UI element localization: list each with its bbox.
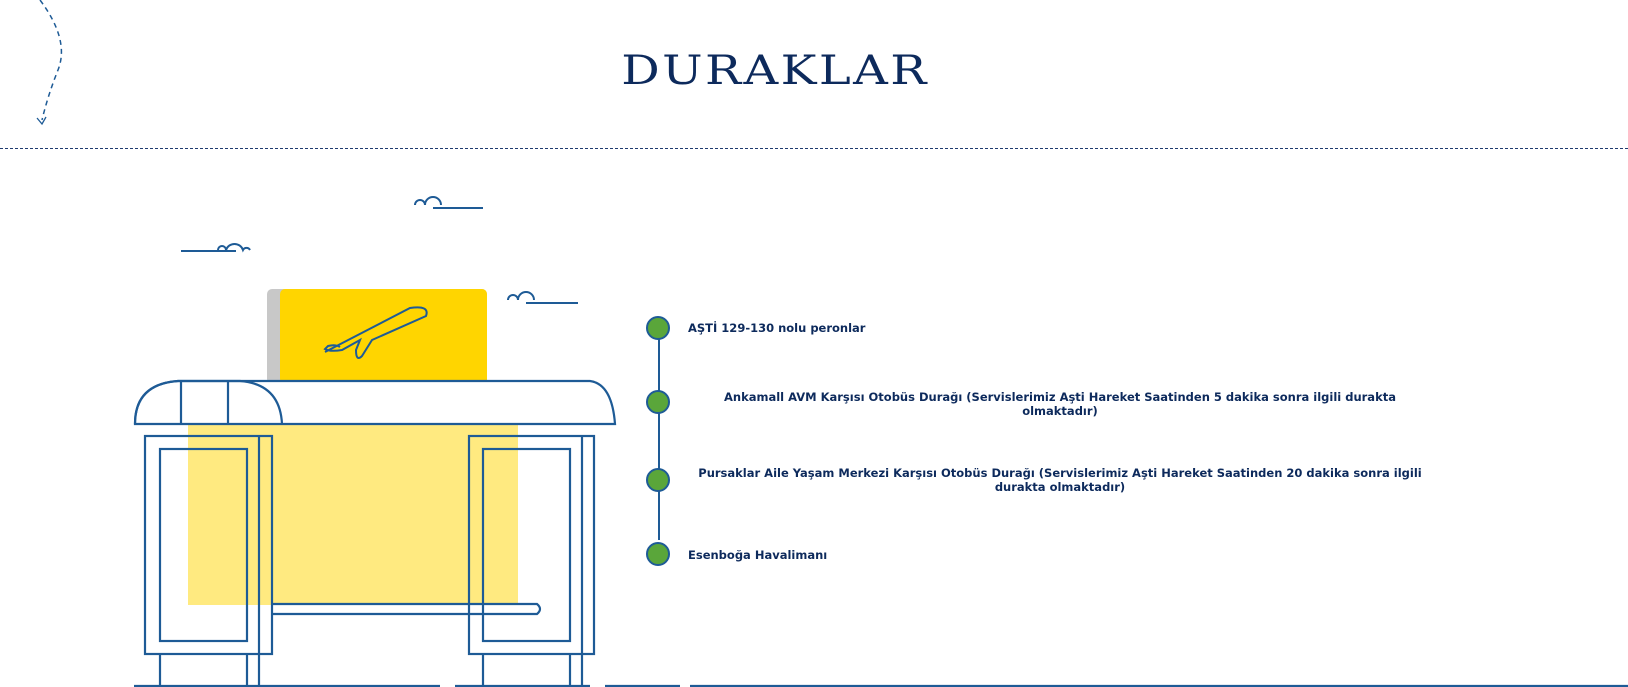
- timeline-dot: [646, 390, 670, 414]
- dashed-arrow-icon: [39, 0, 63, 121]
- timeline-dot: [646, 316, 670, 340]
- airplane-icon: [323, 306, 428, 359]
- cloud-icon: [181, 196, 578, 304]
- timeline-line: [658, 320, 660, 540]
- airport-sign: [280, 289, 487, 384]
- stop-item-3: Pursaklar Aile Yaşam Merkezi Karşısı Oto…: [698, 466, 1422, 494]
- stop-item-1: AŞTİ 129-130 nolu peronlar: [688, 321, 866, 335]
- timeline-dot: [646, 468, 670, 492]
- dashed-divider: [0, 148, 1628, 149]
- timeline-dot: [646, 542, 670, 566]
- page-title: DURAKLAR: [621, 48, 929, 94]
- stop-item-4: Esenboğa Havalimanı: [688, 548, 828, 562]
- stop-item-2: Ankamall AVM Karşısı Otobüs Durağı (Serv…: [724, 390, 1396, 418]
